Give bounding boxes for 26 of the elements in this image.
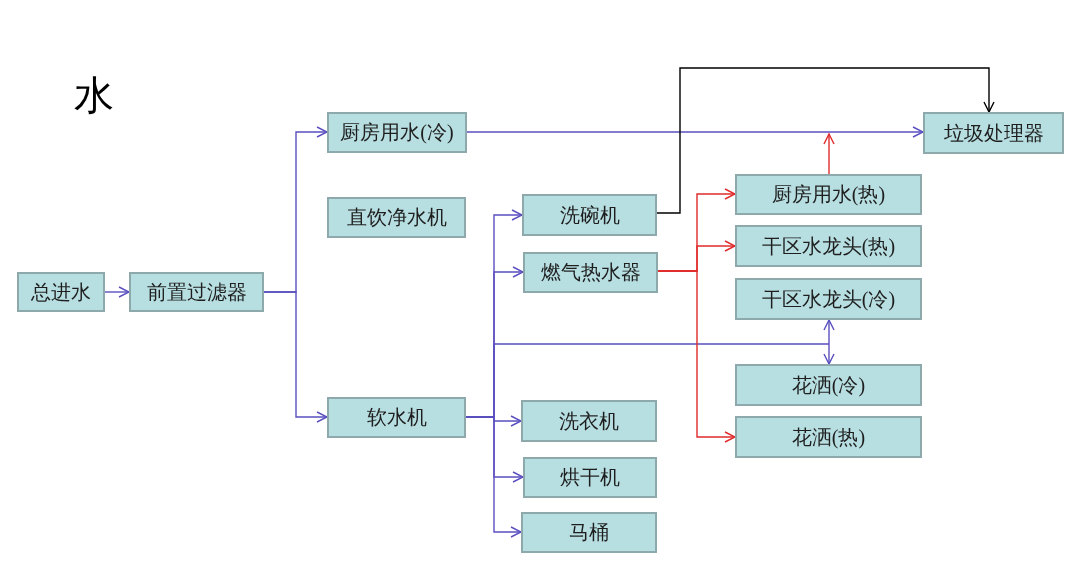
process-box: 洗碗机 [522, 194, 657, 236]
arrow [465, 416, 522, 538]
process-box: 洗衣机 [521, 400, 657, 442]
process-box: 厨房用水(热) [735, 174, 922, 215]
arrow [104, 286, 130, 298]
process-box: 燃气热水器 [523, 252, 658, 293]
process-box: 软水机 [327, 397, 466, 438]
process-box: 垃圾处理器 [923, 112, 1064, 154]
arrow [656, 67, 995, 214]
process-box: 马桶 [521, 512, 657, 553]
arrow [657, 270, 736, 443]
process-box: 前置过滤器 [129, 272, 264, 312]
process-box: 花洒(热) [735, 416, 922, 458]
arrow [823, 343, 835, 365]
title: 水 [74, 72, 114, 120]
arrow [263, 291, 328, 423]
process-box: 花洒(冷) [735, 364, 922, 406]
process-box: 干区水龙头(热) [735, 225, 922, 267]
arrow [823, 133, 835, 175]
arrow [823, 319, 835, 345]
process-box: 直饮净水机 [327, 197, 466, 238]
process-box: 干区水龙头(冷) [735, 278, 922, 320]
arrow [466, 126, 924, 138]
process-box: 烘干机 [523, 457, 657, 498]
process-box: 总进水 [17, 272, 105, 312]
process-box: 厨房用水(冷) [327, 112, 467, 153]
